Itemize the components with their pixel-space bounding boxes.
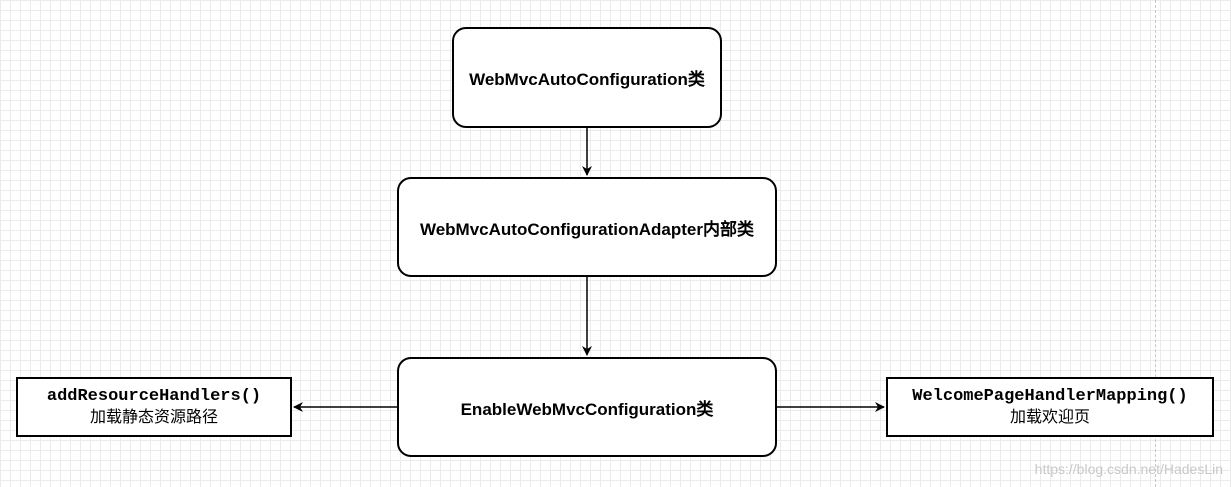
method-name: addResourceHandlers() (46, 387, 262, 406)
method-description: 加载欢迎页 (1009, 407, 1090, 426)
node-welcome-page-handler-mapping[interactable]: WelcomePageHandlerMapping() 加载欢迎页 (886, 377, 1214, 437)
method-name: WelcomePageHandlerMapping() (912, 387, 1188, 406)
node-webmvc-auto-configuration-adapter[interactable]: WebMvcAutoConfigurationAdapter内部类 (397, 177, 777, 277)
method-description: 加载静态资源路径 (89, 407, 218, 426)
node-label: WebMvcAutoConfigurationAdapter内部类 (419, 219, 754, 239)
node-label: EnableWebMvcConfiguration类 (460, 399, 714, 419)
node-enable-webmvc-configuration[interactable]: EnableWebMvcConfiguration类 (397, 357, 777, 457)
node-webmvc-auto-configuration[interactable]: WebMvcAutoConfiguration类 (452, 27, 722, 128)
node-add-resource-handlers[interactable]: addResourceHandlers() 加载静态资源路径 (16, 377, 292, 437)
node-label: WebMvcAutoConfiguration类 (469, 70, 705, 89)
page-boundary-guide (1155, 0, 1156, 487)
watermark: https://blog.csdn.net/HadesLin (1034, 461, 1223, 477)
